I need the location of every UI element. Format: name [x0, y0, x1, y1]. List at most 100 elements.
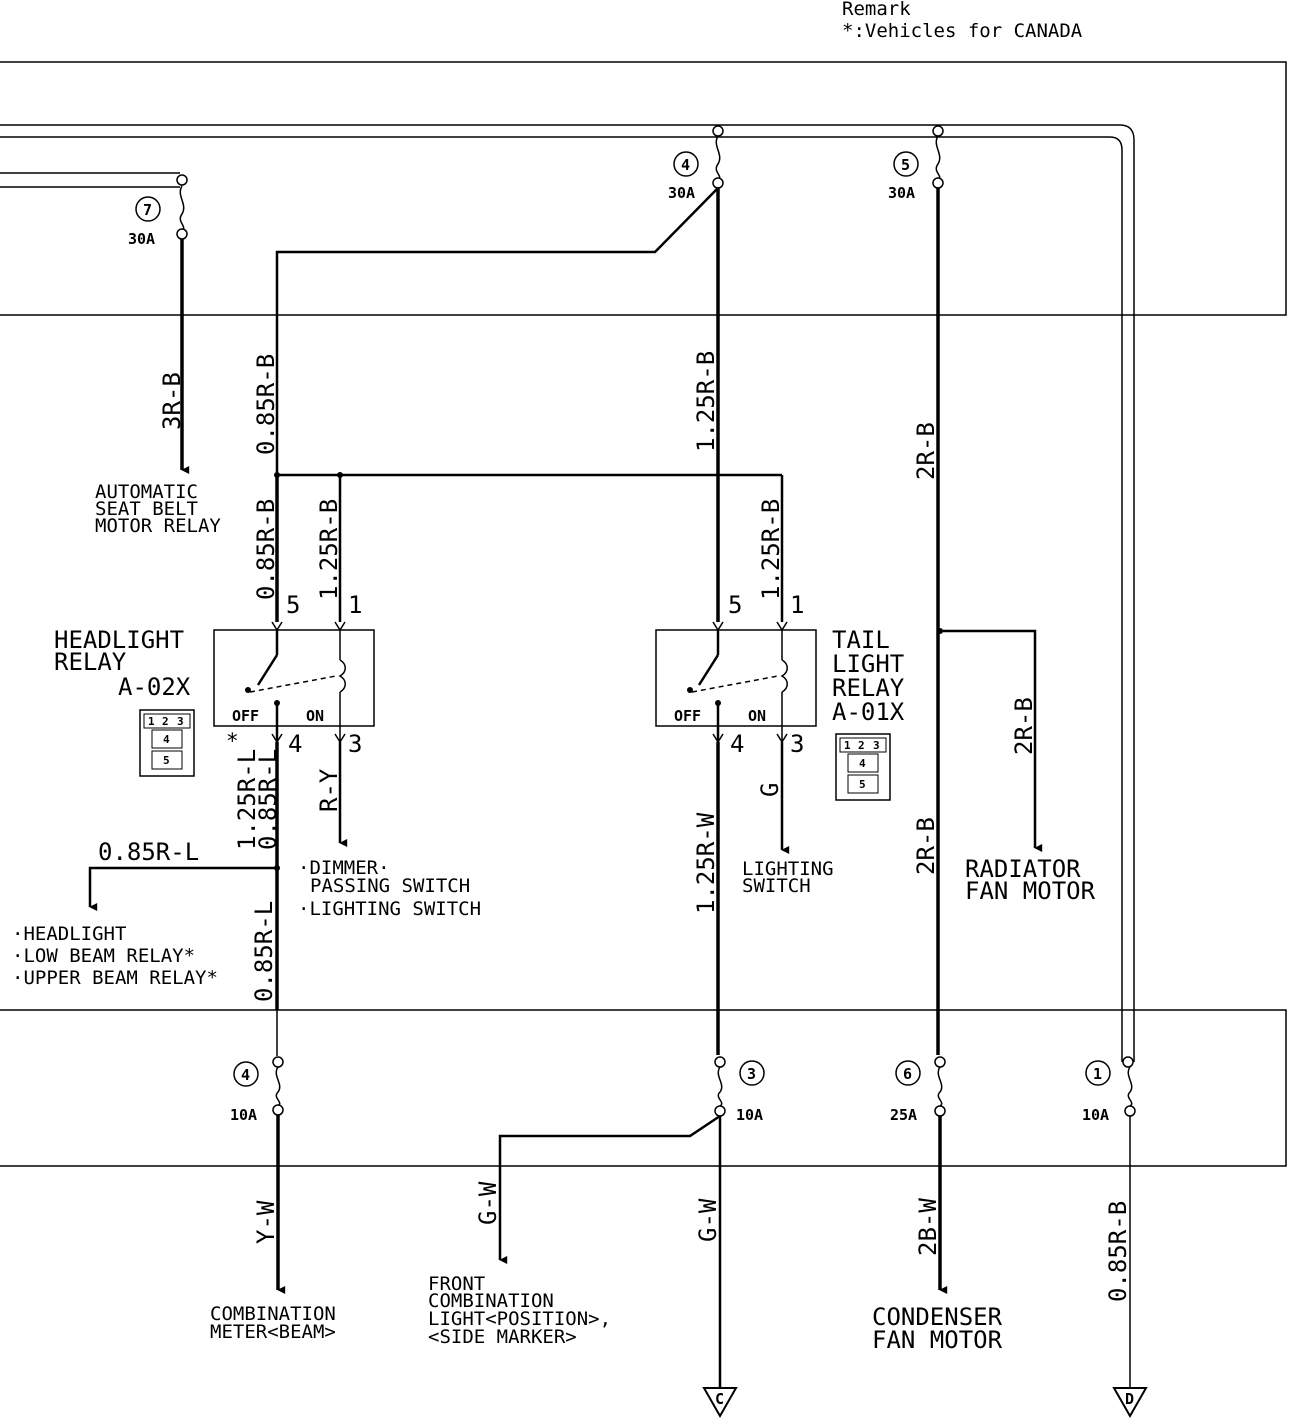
label-dimmer-3: ·LIGHTING SWITCH — [298, 898, 481, 920]
hl-off: OFF — [232, 707, 259, 725]
wire-label-2rb-fan: 2R-B — [1010, 697, 1038, 755]
label-headlight-list-2: ·LOW BEAM RELAY* — [12, 945, 195, 967]
fuse-4-top: 4 30A — [668, 135, 724, 202]
fuse-6-bot-num: 6 — [903, 1065, 912, 1083]
label-condenser-2: FAN MOTOR — [872, 1326, 1003, 1354]
tl-connector: 1 2 3 4 5 — [835, 733, 891, 801]
remark-note: *:Vehicles for CANADA — [842, 20, 1083, 42]
label-comb-meter-2: METER<BEAM> — [210, 1321, 336, 1343]
tl-pin-2: 2 — [858, 739, 865, 752]
wire-radiator — [940, 629, 1043, 852]
wire-label-yw: Y-W — [252, 1200, 280, 1244]
fuse-5-top-amp: 30A — [888, 184, 915, 202]
tl-pin-5: 5 — [859, 778, 866, 791]
hl-term-3: 3 — [348, 730, 362, 758]
wire-label-085rl-low: 0.85R-L — [250, 901, 278, 1002]
connector-d: D — [1112, 1387, 1148, 1419]
fuse-5-top: 5 30A — [888, 135, 944, 202]
fuse-6-bot-amp: 25A — [890, 1106, 917, 1124]
tl-off: OFF — [674, 707, 701, 725]
tl-term-4: 4 — [730, 730, 744, 758]
wire-label-125rb-hl1: 1.25R-B — [315, 499, 343, 600]
wire-label-085rb-top: 0.85R-B — [252, 354, 280, 455]
label-front-comb-2: COMBINATION — [428, 1290, 554, 1312]
fuse-6-bot: 6 25A — [890, 1056, 946, 1124]
fuse-7-num: 7 — [143, 201, 152, 219]
label-radiator-2: FAN MOTOR — [965, 877, 1096, 905]
label-dimmer-1: ·DIMMER· — [298, 857, 390, 879]
hl-pin-5: 5 — [163, 754, 170, 767]
wire-label-g: G — [756, 783, 784, 797]
wire-f4-branch — [275, 187, 719, 475]
remark-title: Remark — [842, 0, 911, 20]
label-tail-light-2: LIGHT — [832, 650, 904, 678]
label-front-comb-3: LIGHT<POSITION>, — [428, 1308, 611, 1330]
fuse-7-top: 7 30A — [128, 185, 188, 248]
wire-label-2rb-mid: 2R-B — [912, 817, 940, 875]
wire-label-125rb-tl1: 1.25R-B — [757, 499, 785, 600]
wire-label-085rl-b: 0.85R-L — [254, 749, 282, 850]
wire-label-125rb-top: 1.25R-B — [692, 351, 720, 452]
tl-on: ON — [748, 707, 766, 725]
wire-label-125rw: 1.25R-W — [692, 812, 720, 914]
tl-pin-1: 1 — [844, 739, 851, 752]
connector-c-label: C — [715, 1390, 724, 1408]
label-radiator-1: RADIATOR — [965, 855, 1081, 883]
hl-pin-1: 1 — [148, 715, 155, 728]
bus-node-f5 — [932, 125, 944, 137]
hl-on: ON — [306, 707, 324, 725]
wire-label-3rb: 3R-B — [158, 372, 186, 430]
wire-label-085rl-h: 0.85R-L — [98, 838, 199, 866]
label-headlight-list-3: ·UPPER BEAM RELAY* — [12, 967, 218, 989]
top-bus-inner — [0, 136, 1123, 1062]
label-seat-belt-1: AUTOMATIC — [95, 481, 198, 503]
label-tail-light-1: TAIL — [832, 626, 890, 654]
wire-headlight-branch — [88, 866, 277, 911]
fuse-1-bot: 1 10A — [1082, 1060, 1136, 1124]
fuse-3-bot: 3 10A — [714, 1056, 765, 1124]
label-dimmer-2: PASSING SWITCH — [310, 875, 470, 897]
tl-term-3: 3 — [790, 730, 804, 758]
tl-pin-3: 3 — [873, 739, 880, 752]
fuse-4-top-num: 4 — [681, 156, 690, 174]
upper-box — [0, 61, 1287, 316]
bus-end-right — [1122, 1056, 1134, 1068]
fuse-7-amp: 30A — [128, 230, 155, 248]
star-marker: * — [226, 729, 239, 753]
label-lighting-switch-1: LIGHTING — [742, 858, 834, 880]
label-tail-light-3: RELAY — [832, 674, 905, 702]
bus-node-f4 — [712, 125, 724, 137]
hl-pin-4: 4 — [163, 733, 170, 746]
hl-pin-3: 3 — [177, 715, 184, 728]
label-lighting-switch-2: SWITCH — [742, 875, 811, 897]
label-seat-belt-3: MOTOR RELAY — [95, 515, 221, 537]
hl-term-1: 1 — [348, 591, 362, 619]
label-front-comb-1: FRONT — [428, 1273, 485, 1295]
bus-end-f7 — [176, 174, 188, 186]
fuse-1-bot-num: 1 — [1093, 1065, 1102, 1083]
fuse-4-bot-num: 4 — [241, 1066, 250, 1084]
fuse-4-bot: 4 10A — [230, 1010, 284, 1124]
tl-term-5: 5 — [728, 591, 742, 619]
wire-label-gw-left: G-W — [474, 1181, 502, 1225]
wire-label-gw: G-W — [694, 1198, 722, 1242]
fuse-4-top-amp: 30A — [668, 184, 695, 202]
label-headlight-relay-id: A-02X — [118, 673, 191, 701]
hl-term-5: 5 — [286, 591, 300, 619]
label-headlight-list-1: ·HEADLIGHT — [12, 923, 126, 945]
headlight-relay: 5 1 OFF ON 4 3 — [213, 591, 375, 758]
fuse-3-bot-num: 3 — [747, 1065, 756, 1083]
connector-c: C — [702, 1387, 738, 1419]
fuse-1-bot-amp: 10A — [1082, 1106, 1109, 1124]
label-tail-light-id: A-01X — [832, 698, 905, 726]
lower-box — [0, 1009, 1287, 1167]
tail-light-relay: 5 1 OFF ON 4 3 — [655, 591, 817, 758]
label-seat-belt-2: SEAT BELT — [95, 498, 198, 520]
fuse-5-top-num: 5 — [901, 156, 910, 174]
hl-connector: 1 2 3 4 5 — [139, 709, 195, 777]
wire-label-085rb-bot: 0.85R-B — [1104, 1201, 1132, 1302]
wire-label-ry: R-Y — [315, 768, 343, 812]
tl-pin-4: 4 — [859, 757, 866, 770]
fuse-3-bot-amp: 10A — [736, 1106, 763, 1124]
